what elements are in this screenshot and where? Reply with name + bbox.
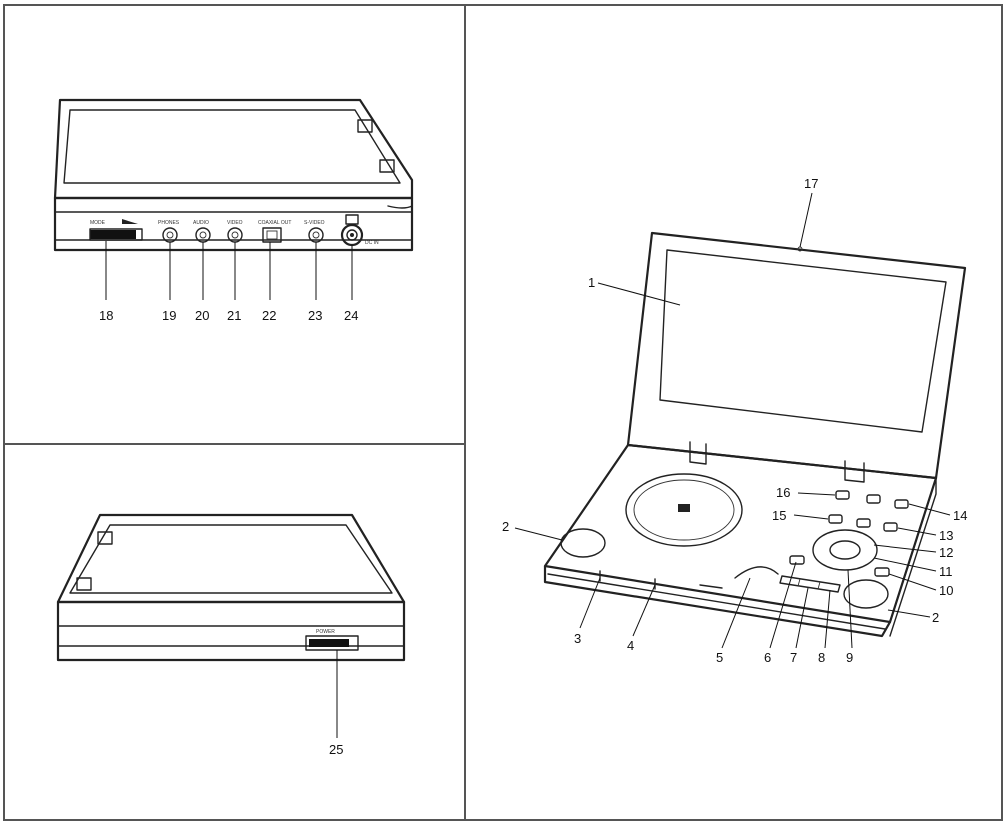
callout-24: 24 <box>344 308 358 323</box>
callout-25: 25 <box>329 742 343 757</box>
svg-text:VIDEO: VIDEO <box>227 220 243 226</box>
panel-frames <box>3 4 1003 821</box>
callout-7: 7 <box>790 650 797 665</box>
mode-switch: MODE <box>89 219 143 241</box>
callout-14: 14 <box>953 508 967 523</box>
jack-24: DC IN <box>340 214 379 247</box>
open-player-drawing <box>543 231 967 638</box>
power-switch: POWER <box>305 629 359 651</box>
svg-text:S-VIDEO: S-VIDEO <box>304 220 325 226</box>
callout-20: 20 <box>195 308 209 323</box>
open-player-panel: 17 1 2 2 3 4 5 6 7 8 9 10 11 12 13 14 15… <box>502 176 967 665</box>
side-view-panel: MODE PHONES AUDIO VIDEO <box>53 98 414 323</box>
callout-16: 16 <box>776 485 790 500</box>
callout-12: 12 <box>939 545 953 560</box>
callout-22: 22 <box>262 308 276 323</box>
side-view-leaders <box>105 241 353 300</box>
callout-11: 11 <box>939 564 953 579</box>
jack-23: S-VIDEO <box>304 220 325 243</box>
callout-3: 3 <box>574 631 581 646</box>
front-view-panel: POWER 25 <box>56 513 406 757</box>
side-ports: MODE PHONES AUDIO VIDEO <box>89 214 379 247</box>
svg-text:DC IN: DC IN <box>365 240 379 246</box>
callout-1: 1 <box>588 275 595 290</box>
jack-19: PHONES <box>158 220 180 243</box>
callout-5: 5 <box>716 650 723 665</box>
jack-21: VIDEO <box>227 220 243 243</box>
callout-13: 13 <box>939 528 953 543</box>
callout-4: 4 <box>627 638 634 653</box>
closed-player-front-view <box>56 513 406 662</box>
callout-9: 9 <box>846 650 853 665</box>
svg-text:PHONES: PHONES <box>158 220 180 226</box>
callout-2-left: 2 <box>502 519 509 534</box>
jack-20: AUDIO <box>193 220 211 243</box>
callout-10: 10 <box>939 583 953 598</box>
svg-text:COAXIAL OUT: COAXIAL OUT <box>258 220 291 226</box>
callout-21: 21 <box>227 308 241 323</box>
callout-2-right: 2 <box>932 610 939 625</box>
callout-23: 23 <box>308 308 322 323</box>
jack-22: COAXIAL OUT <box>258 220 291 243</box>
callout-18: 18 <box>99 308 113 323</box>
callout-19: 19 <box>162 308 176 323</box>
callout-17: 17 <box>804 176 818 191</box>
callout-6: 6 <box>764 650 771 665</box>
callout-8: 8 <box>818 650 825 665</box>
svg-text:MODE: MODE <box>90 220 106 226</box>
svg-text:POWER: POWER <box>316 629 335 635</box>
callout-15: 15 <box>772 508 786 523</box>
open-player-leaders <box>514 192 951 649</box>
svg-text:AUDIO: AUDIO <box>193 220 209 226</box>
